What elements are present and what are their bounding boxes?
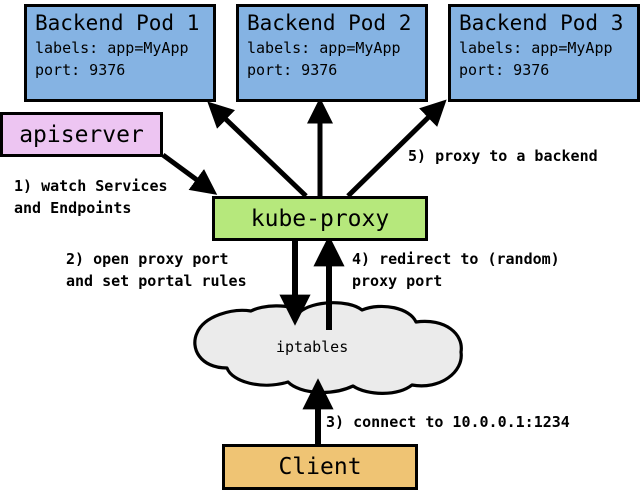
client-label: Client bbox=[278, 454, 362, 480]
backend-pod-1-box[interactable]: Backend Pod 1 labels: app=MyApp port: 93… bbox=[24, 4, 216, 102]
pod-3-port: port: 9376 bbox=[459, 61, 550, 79]
arrow-kubeproxy-to-pod3 bbox=[346, 99, 447, 198]
pod-1-port: port: 9376 bbox=[35, 61, 126, 79]
pod-3-title: Backend Pod 3 bbox=[459, 11, 624, 35]
step-2-line-2: and set portal rules bbox=[66, 272, 247, 290]
pod-1-labels: labels: app=MyApp bbox=[35, 39, 189, 57]
kube-proxy-label: kube-proxy bbox=[250, 205, 390, 232]
pod-3-labels: labels: app=MyApp bbox=[459, 39, 613, 57]
step-4-line-1: 4) redirect to (random) bbox=[352, 250, 560, 268]
backend-pod-3-box[interactable]: Backend Pod 3 labels: app=MyApp port: 93… bbox=[448, 4, 640, 102]
backend-pod-2-box[interactable]: Backend Pod 2 labels: app=MyApp port: 93… bbox=[236, 4, 428, 102]
client-box[interactable]: Client bbox=[222, 444, 418, 490]
arrow-kubeproxy-to-pod1 bbox=[207, 101, 308, 198]
pod-2-labels: labels: app=MyApp bbox=[247, 39, 401, 57]
kube-proxy-box[interactable]: kube-proxy bbox=[212, 196, 428, 241]
step-4-line-2: proxy port bbox=[352, 272, 443, 290]
step-1-line-1: 1) watch Services bbox=[14, 177, 168, 195]
iptables-label: iptables bbox=[276, 338, 349, 356]
step-2-line-1: 2) open proxy port bbox=[66, 250, 229, 268]
pod-2-title: Backend Pod 2 bbox=[247, 11, 412, 35]
iptables-cloud bbox=[193, 301, 463, 395]
step-5-line-1: 5) proxy to a backend bbox=[408, 147, 598, 165]
pod-2-port: port: 9376 bbox=[247, 61, 338, 79]
apiserver-label: apiserver bbox=[19, 121, 144, 148]
pod-1-title: Backend Pod 1 bbox=[35, 11, 200, 35]
step-3-line-1: 3) connect to 10.0.0.1:1234 bbox=[326, 413, 570, 431]
step-1-line-2: and Endpoints bbox=[14, 199, 132, 217]
apiserver-box[interactable]: apiserver bbox=[0, 112, 163, 157]
arrow-apiserver-to-kubeproxy bbox=[161, 152, 218, 195]
